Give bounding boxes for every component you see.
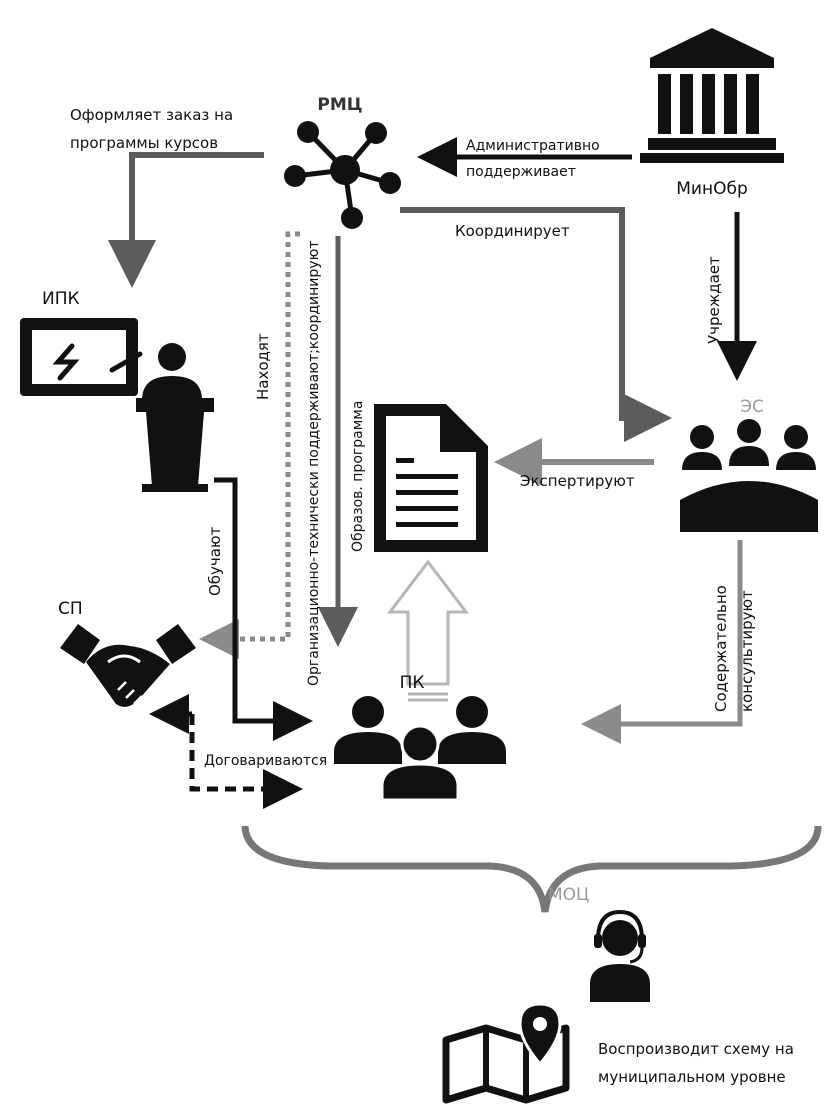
arrow-agree [189, 714, 303, 809]
handshake-icon [60, 624, 196, 707]
node-pk: ПК [400, 673, 425, 693]
node-moc: МОЦ [548, 885, 589, 905]
arrow-content-consulting [581, 540, 743, 744]
map-pin-icon [442, 1002, 570, 1104]
operator-headset-icon [590, 909, 650, 1002]
label-edu-program: Образов. программа [350, 401, 366, 552]
label-teach: Обучают [206, 526, 224, 596]
label-content-line1: Содержательно [712, 585, 730, 712]
arrow-teach [214, 477, 313, 741]
teacher-board-icon [20, 318, 214, 492]
arrow-orders [108, 152, 264, 288]
node-sp: СП [58, 599, 83, 619]
label-orders-line2: программы курсов [70, 134, 218, 152]
document-icon [374, 404, 488, 552]
hollow-up-arrow [386, 559, 470, 702]
ministry-building-icon [640, 28, 784, 163]
label-establishes: Учреждает [705, 256, 723, 344]
label-org-tech: Организационно-технически поддерживают;к… [306, 240, 322, 686]
label-expertise: Экспертируют [520, 472, 635, 490]
network-icon [284, 121, 401, 229]
node-ipk: ИПК [42, 289, 80, 309]
footer-line2: муниципальном уровне [598, 1068, 786, 1086]
label-admin-line1: Административно [466, 138, 600, 154]
node-minobr: МинОбр [676, 179, 748, 199]
node-es: ЭС [740, 397, 764, 417]
label-coordinates: Координирует [455, 222, 570, 240]
people-group-icon [334, 696, 506, 802]
expert-council-icon [680, 419, 818, 532]
label-orders-line1: Оформляет заказ на [70, 106, 233, 124]
label-find: Находят [254, 333, 272, 400]
footer-line1: Воспроизводит схему на [598, 1040, 794, 1058]
brace [241, 825, 822, 913]
node-rmc: РМЦ [317, 95, 362, 115]
arrow-find [199, 231, 300, 659]
label-agree: Договариваются [204, 753, 327, 769]
arrow-coordinates [400, 207, 672, 442]
label-content-line2: консультируют [738, 590, 756, 712]
label-admin-line2: поддерживает [466, 164, 576, 180]
